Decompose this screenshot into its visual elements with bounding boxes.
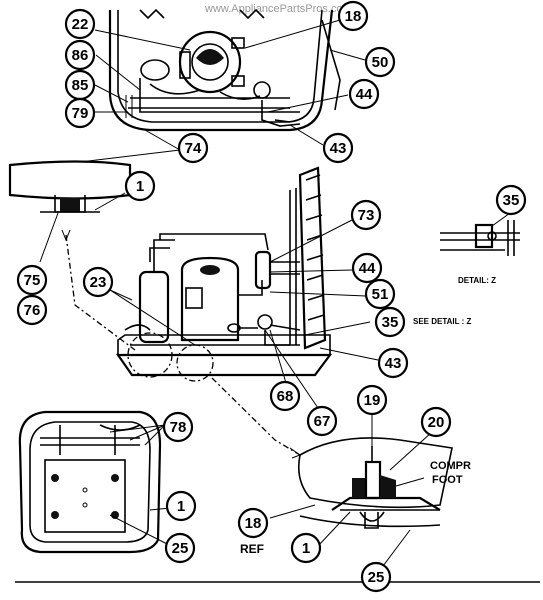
- callout-76: 76: [16, 294, 48, 326]
- svg-text:73: 73: [358, 207, 375, 224]
- mount-pad-detail: [8, 160, 132, 213]
- callout-85: 85: [64, 69, 96, 101]
- svg-text:25: 25: [172, 540, 189, 557]
- svg-text:44: 44: [356, 86, 373, 103]
- callout-86: 86: [64, 39, 96, 71]
- callout-75: 75: [16, 264, 48, 296]
- svg-text:43: 43: [330, 140, 347, 157]
- svg-text:1: 1: [177, 498, 185, 515]
- svg-text:18: 18: [245, 515, 262, 532]
- callout-1-pan: 1: [165, 490, 197, 522]
- callout-19: 19: [356, 384, 388, 416]
- svg-text:22: 22: [72, 16, 89, 33]
- callout-68: 68: [269, 380, 301, 412]
- svg-text:23: 23: [90, 274, 107, 291]
- compr-foot-label-line2: FOOT: [432, 474, 463, 486]
- svg-text:50: 50: [372, 54, 389, 71]
- svg-text:1: 1: [302, 540, 310, 557]
- callout-35-detail: 35: [495, 184, 527, 216]
- compressor-foot-detail: [297, 437, 453, 529]
- callout-78: 78: [162, 411, 194, 443]
- callout-67: 67: [306, 405, 338, 437]
- callout-35-mid: 35: [374, 306, 406, 338]
- callout-74: 74: [177, 132, 209, 164]
- detail-z-label: DETAIL: Z: [458, 276, 496, 285]
- svg-text:74: 74: [185, 140, 202, 157]
- callout-1-foot: 1: [290, 532, 322, 564]
- svg-text:75: 75: [24, 272, 41, 289]
- callout-25-pan: 25: [164, 532, 196, 564]
- svg-text:19: 19: [364, 392, 381, 409]
- svg-text:78: 78: [170, 419, 187, 436]
- callout-1-pad: 1: [124, 170, 156, 202]
- svg-text:68: 68: [277, 388, 294, 405]
- callout-43-top: 43: [322, 132, 354, 164]
- svg-text:18: 18: [345, 8, 362, 25]
- callout-51: 51: [364, 278, 396, 310]
- svg-text:25: 25: [368, 569, 385, 586]
- detail-z-view: [440, 220, 520, 256]
- callout-73: 73: [350, 199, 382, 231]
- callout-22: 22: [64, 8, 96, 40]
- svg-text:51: 51: [372, 286, 389, 303]
- compr-foot-label-line1: COMPR: [430, 460, 471, 472]
- svg-text:1: 1: [136, 178, 144, 195]
- base-pan-assembly: [115, 166, 333, 377]
- callout-23: 23: [82, 266, 114, 298]
- svg-text:20: 20: [428, 414, 445, 431]
- svg-text:35: 35: [503, 192, 520, 209]
- svg-text:35: 35: [382, 314, 399, 331]
- callout-43-mid: 43: [377, 347, 409, 379]
- top-cabinet-assembly: [108, 8, 341, 132]
- svg-text:43: 43: [385, 355, 402, 372]
- see-detail-z-label: SEE DETAIL : Z: [413, 317, 471, 326]
- callout-79: 79: [64, 97, 96, 129]
- callout-18-ref: 18: [237, 507, 269, 539]
- callout-20: 20: [420, 406, 452, 438]
- svg-text:79: 79: [72, 105, 89, 122]
- svg-text:76: 76: [24, 302, 41, 319]
- callout-50: 50: [364, 46, 396, 78]
- ref-label: REF: [240, 542, 264, 556]
- callout-44-mid: 44: [351, 252, 383, 284]
- svg-text:85: 85: [72, 77, 89, 94]
- svg-text:86: 86: [72, 47, 89, 64]
- svg-text:44: 44: [359, 260, 376, 277]
- callout-44-top: 44: [348, 78, 380, 110]
- callout-18: 18: [337, 0, 369, 32]
- watermark: www.AppliancePartsPros.com: [204, 3, 352, 15]
- svg-text:67: 67: [314, 413, 331, 430]
- callout-25-foot: 25: [360, 561, 392, 593]
- base-pan-top-view: [18, 410, 162, 554]
